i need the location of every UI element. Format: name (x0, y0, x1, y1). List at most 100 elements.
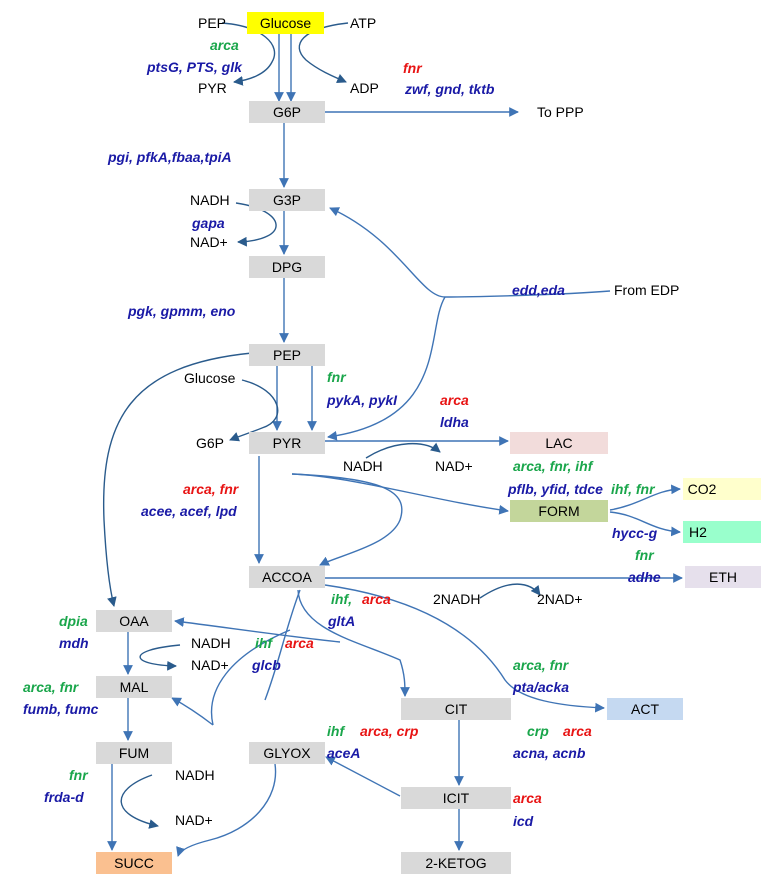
node-act-box (607, 698, 683, 720)
node-pep-box (249, 344, 325, 366)
node-mal-label: MAL (120, 679, 149, 695)
node-pyr-box (249, 432, 325, 454)
node-dpg: DPG (249, 256, 325, 278)
node-form-box (510, 500, 608, 522)
gene-glcb: glcb (251, 657, 281, 673)
gene-dpia: dpia (59, 613, 88, 629)
node-form-label: FORM (538, 503, 579, 519)
gene-arca-fnr-ihf: arca, fnr, ihf (513, 458, 594, 474)
node-co2-box (683, 478, 761, 500)
node-dpg-box (249, 256, 325, 278)
arrow-glyox-mal (171, 697, 214, 726)
node-h2: H2 (683, 521, 761, 543)
node-ketog-box (401, 852, 511, 874)
node-glucose: Glucose (247, 12, 324, 34)
arrow-glucose-g6p-pts (229, 379, 279, 442)
arrow-form-h2 (609, 511, 681, 537)
node-g6p-box (249, 101, 325, 123)
met-nadp-lac: NAD+ (435, 458, 473, 474)
node-pep: PEP (249, 344, 325, 366)
arrow-glcb-curve (210, 629, 291, 726)
arrow-edp-pyr (327, 296, 446, 441)
gene-ihf-glt: ihf, (331, 591, 352, 607)
node-act: ACT (607, 698, 683, 720)
node-fum-box (96, 742, 172, 764)
gene-acee: acee, acef, lpd (141, 503, 237, 519)
gene-fnr-top: fnr (403, 60, 423, 76)
node-form: FORM (510, 500, 608, 522)
gene-zwf: zwf, gnd, tktb (404, 81, 495, 97)
nodes: Glucose G6P G3P DPG PEP PYR LAC FORM (96, 12, 761, 874)
node-icit-label: ICIT (443, 790, 470, 806)
met-nadh-fum: NADH (175, 767, 215, 783)
node-g6p: G6P (249, 101, 325, 123)
gene-acna: acna, acnb (513, 745, 586, 761)
met-g6p-pyr: G6P (196, 435, 224, 451)
node-h2-box (683, 521, 761, 543)
gene-frda: frda-d (44, 789, 84, 805)
node-pyr-label: PYR (273, 435, 302, 451)
gene-fnr-pyk: fnr (327, 369, 347, 385)
node-glyox-box (249, 742, 325, 764)
node-succ: SUCC (96, 852, 172, 874)
node-eth: ETH (685, 566, 761, 588)
met-adp: ADP (350, 80, 379, 96)
gene-arca-ldh: arca (440, 392, 469, 408)
arrow-2nadh-2nadp (479, 583, 541, 599)
gene-pyka: pykA, pykI (326, 392, 398, 408)
node-h2-label: H2 (689, 524, 707, 540)
met-nadp-g3p: NAD+ (190, 234, 228, 250)
met-to-ppp: To PPP (537, 104, 584, 120)
gene-arca-glc: arca (285, 635, 314, 651)
node-accoa-box (249, 566, 325, 588)
arrow-cit-oaa (174, 617, 341, 643)
met-glucose-pep: Glucose (184, 370, 236, 386)
gene-hycc: hycc-g (612, 525, 658, 541)
node-co2-label: CO2 (688, 481, 717, 497)
node-mal: MAL (96, 676, 172, 698)
gene-arca-acn: arca (563, 723, 592, 739)
node-ketog-label: 2-KETOG (425, 855, 486, 871)
gene-pta: pta/acka (512, 679, 569, 695)
arrow-nadh-nadp-fum (120, 774, 159, 829)
gene-arca-fnr-fum: arca, fnr (23, 679, 80, 695)
node-lac-label: LAC (545, 435, 572, 451)
node-icit: ICIT (401, 787, 511, 809)
met-nadh-lac: NADH (343, 458, 383, 474)
gene-ihf-fnr: ihf, fnr (611, 481, 656, 497)
arrow-pyr-accoa-curve (291, 473, 403, 566)
met-pyr-top: PYR (198, 80, 227, 96)
met-nadp-fum: NAD+ (175, 812, 213, 828)
node-glucose-box (247, 12, 324, 34)
arrow-form-co2 (609, 484, 681, 511)
met-pep-top: PEP (198, 15, 226, 31)
node-oaa-box (96, 610, 172, 632)
gene-fumb: fumb, fumc (23, 701, 99, 717)
node-pep-label: PEP (273, 347, 301, 363)
gene-ihf-acea: ihf (327, 723, 345, 739)
arrow-glyox-succ (176, 763, 277, 857)
met-atp: ATP (350, 15, 376, 31)
node-eth-box (685, 566, 761, 588)
node-succ-box (96, 852, 172, 874)
met-nadh-g3p: NADH (190, 192, 230, 208)
node-lac: LAC (510, 432, 608, 454)
gene-gapa: gapa (191, 215, 225, 231)
node-glyox-label: GLYOX (263, 745, 311, 761)
node-dpg-label: DPG (272, 259, 302, 275)
node-glucose-label: Glucose (260, 15, 312, 31)
metabolite-labels: PEP ATP PYR ADP To PPP NADH NAD+ From ED… (175, 15, 679, 828)
gene-mdh: mdh (59, 635, 89, 651)
gene-adhe: adhe (628, 569, 661, 585)
met-from-edp: From EDP (614, 282, 679, 298)
node-eth-label: ETH (709, 569, 737, 585)
arrows (102, 22, 683, 857)
met-2nadp: 2NAD+ (537, 591, 583, 607)
arrow-accoa-cit (297, 589, 410, 697)
node-lac-box (510, 432, 608, 454)
node-co2: CO2 (683, 478, 761, 500)
node-icit-box (401, 787, 511, 809)
gene-ihf-glc: ihf (255, 635, 273, 651)
node-g3p-label: G3P (273, 192, 301, 208)
gene-ptsg: ptsG, PTS, glk (146, 59, 243, 75)
